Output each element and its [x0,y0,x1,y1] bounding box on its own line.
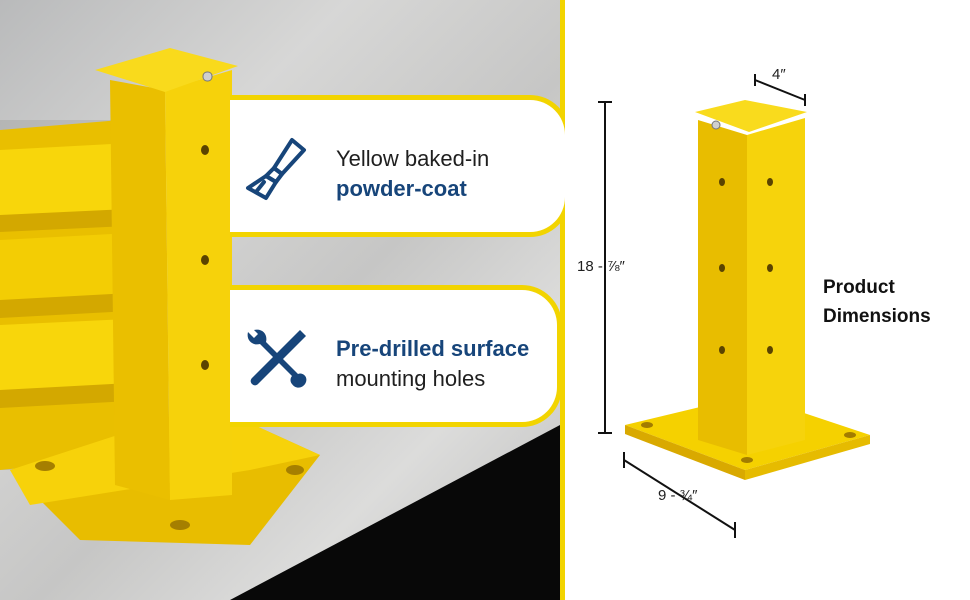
dimension-post [695,100,807,455]
post-upright [95,48,238,500]
black-floor [230,425,560,600]
callout-line2: powder-coat [336,176,467,201]
product-dimensions-title: Product Dimensions [823,273,931,331]
guardrail-photo [0,48,560,600]
yellow-divider [560,0,565,600]
dimension-drawing [598,74,870,538]
feature-callout-mounting-holes: Pre-drilled surface mounting holes [230,285,562,427]
width-dimension-label: 4″ [772,66,786,83]
product-title-line1: Product [823,277,895,298]
wrench-screwdriver-icon [247,329,307,388]
feature-callout-powder-coat: Yellow baked-in powder-coat [230,95,570,237]
height-dimension-label: 18 - ⅞″ [577,258,625,275]
callout-line1: Yellow baked-in [336,146,490,171]
base-dimension-label: 9 - ¾″ [658,487,698,504]
height-dimension-line [598,101,612,434]
callout-line2: mounting holes [336,366,486,391]
width-dimension-line [754,74,806,106]
product-dimensions-panel: 4″ 18 - ⅞″ 9 - ¾″ Product Dimensions [565,0,970,600]
base-dimension-line [623,452,736,538]
product-title-line2: Dimensions [823,306,931,327]
paintbrush-icon [246,138,306,200]
callout-line1: Pre-drilled surface [336,336,530,361]
